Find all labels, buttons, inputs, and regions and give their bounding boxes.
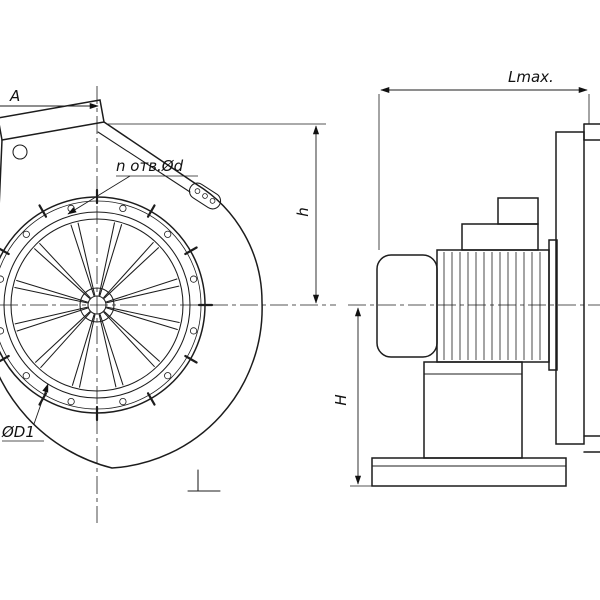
hub-outer <box>79 287 115 323</box>
hub-inner <box>87 295 107 315</box>
dim-h-label: h <box>294 207 312 217</box>
inlet-ring-inner <box>10 218 184 392</box>
motor-terminal-cap <box>497 197 539 225</box>
dim-h-axis-label: H <box>332 394 350 405</box>
dim-a-label: A <box>9 87 20 105</box>
motor-cooling-fins <box>443 252 541 360</box>
dimension-h: h <box>108 123 326 304</box>
front-view: A n отв.Ød h ØD1 <box>0 86 336 523</box>
dimension-a: A <box>0 87 99 110</box>
motor-terminal-box <box>461 223 539 251</box>
inlet-collar-top <box>583 123 600 141</box>
inlet-collar-bottom <box>583 435 600 453</box>
dimension-h-axis: H <box>332 307 374 487</box>
impeller-spokes <box>14 222 180 388</box>
inlet-ring-mid <box>3 211 191 399</box>
scroll-casing-outline <box>0 121 263 469</box>
side-view: Lmax. H <box>332 68 600 487</box>
base-plate <box>371 457 567 487</box>
flange-hole <box>12 144 28 160</box>
dim-d1-label: ØD1 <box>1 423 35 441</box>
drain-foot <box>187 469 221 492</box>
motor-endbell <box>376 254 438 358</box>
support-pedestal <box>423 361 523 459</box>
dimension-lmax: Lmax. <box>378 68 590 250</box>
terminal-pad <box>188 182 222 210</box>
motor-mount-flange <box>548 239 558 371</box>
holes-note: n отв.Ød <box>67 157 198 215</box>
dim-lmax-label: Lmax. <box>508 68 554 86</box>
holes-note-label: n отв.Ød <box>116 157 184 175</box>
casing-seam-line <box>97 131 191 193</box>
casing-side-plate <box>555 131 585 445</box>
dimension-d1: ØD1 <box>1 383 49 442</box>
